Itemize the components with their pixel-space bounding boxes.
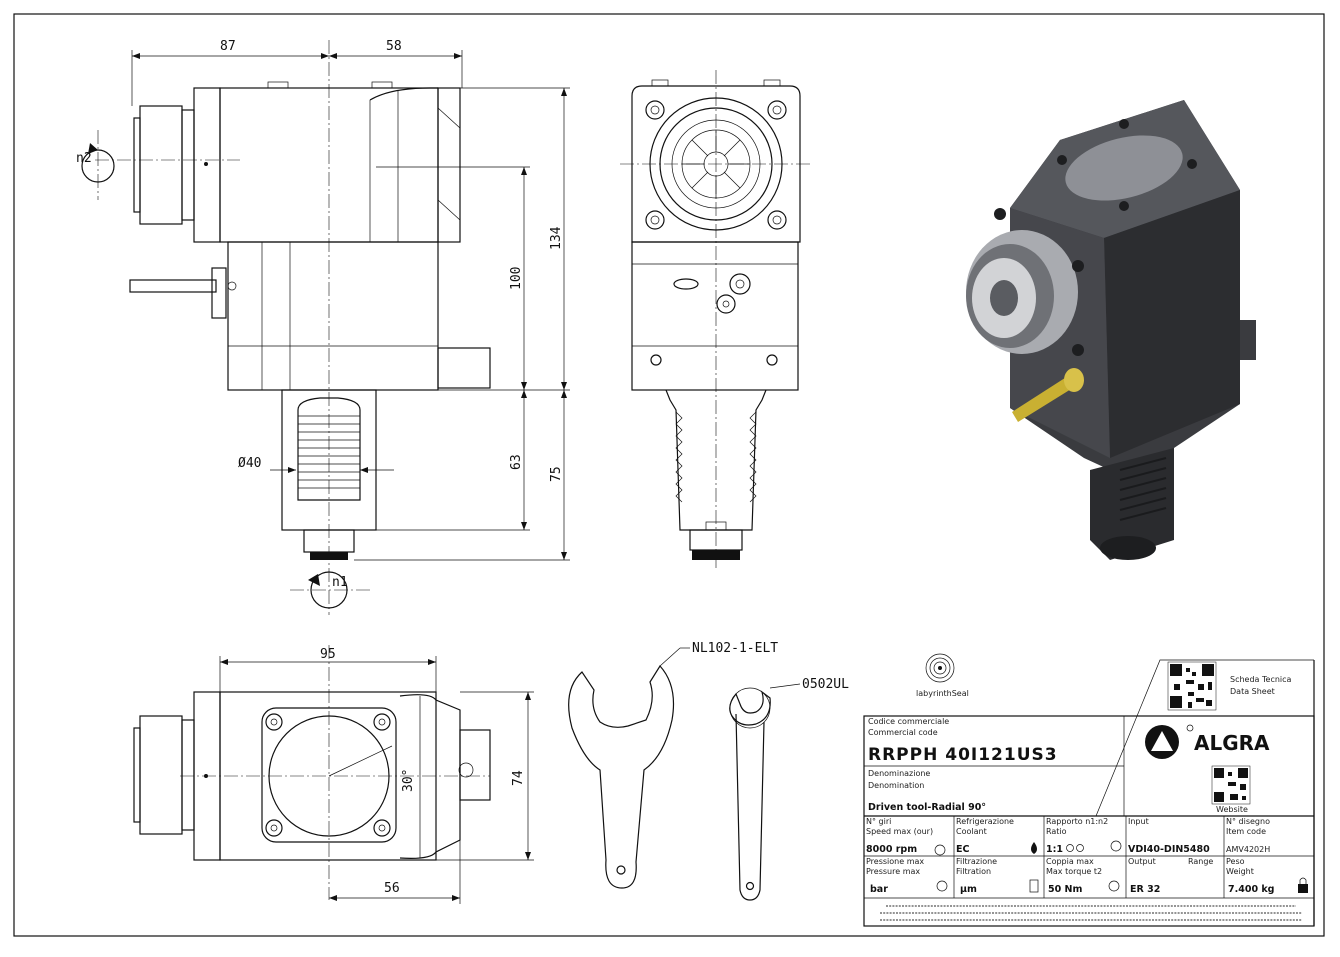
cell-output-label: Output [1128,857,1156,866]
data-sheet-label: Data Sheet [1230,687,1275,696]
dim-95: 95 [320,647,336,662]
isometric-render [966,100,1256,560]
cell-filtration-label-en: Filtration [956,867,991,876]
torque-icon [1108,880,1120,892]
cell-weight-value: 7.400 kg [1228,884,1274,895]
cell-pressure-label-it: Pressione max [866,857,924,866]
dim-56: 56 [384,881,400,896]
cell-pressure-label-en: Pressure max [866,867,920,876]
cell-coolant-value: EC [956,844,969,855]
rotation-n2-label: n2 [76,151,92,166]
dim-74: 74 [511,770,526,786]
top-view: 30° 95 74 56 [133,645,534,904]
cell-drawing-value: AMV4202H [1226,845,1270,854]
denomination-label: Denomination [868,781,924,790]
rotation-cw-icon [1066,844,1074,852]
legal-fine-print [880,905,1302,921]
qr-code-website-icon [1211,765,1251,805]
dim-75: 75 [549,466,564,482]
hook-spanner-drawing: 0502UL [729,677,849,901]
cell-speed-label-it: N° giri [866,817,891,826]
cell-torque-label-en: Max torque t2 [1046,867,1102,876]
dim-30-deg: 30° [401,769,416,792]
denomination-value: Driven tool-Radial 90° [868,802,986,813]
labyrinth-seal-logo: labyrinthSeal [916,653,969,698]
denominazione-label: Denominazione [868,769,930,778]
qr-code-datasheet-icon [1167,661,1217,711]
cell-weight-label-en: Weight [1226,867,1254,876]
dim-63: 63 [509,454,524,470]
scheda-tecnica-label: Scheda Tecnica [1230,675,1292,684]
cell-torque-label-it: Coppia max [1046,857,1094,866]
title-block: labyrinthSeal Scheda Tecnica Data Sheet [863,653,1315,927]
cell-range-label: Range [1188,857,1213,866]
cell-ratio-label-en: Ratio [1046,827,1067,836]
cell-output-value: ER 32 [1130,884,1160,895]
gauge-icon [936,880,948,892]
lock-icon [1298,884,1308,893]
cell-filtration-label-it: Filtrazione [956,857,997,866]
cell-drawing-label-en: Item code [1226,827,1266,836]
brand-name: ALGRA [1194,731,1270,755]
cell-filtration-value: µm [960,884,977,895]
callout-wrench-code: NL102-1-ELT [692,641,778,656]
cell-pressure-value: bar [870,884,888,895]
cell-speed-value: 8000 rpm [866,844,917,855]
cell-torque-value: 50 Nm [1048,884,1082,895]
cell-input-value: VDI40-DIN5480 [1128,844,1210,855]
gear-icon [1110,840,1122,852]
sheet-border [13,13,1325,937]
dim-58: 58 [386,39,402,54]
cell-weight-label-it: Peso [1226,857,1245,866]
speedometer-icon [934,844,946,856]
cell-coolant-label-it: Refrigerazione [956,817,1014,826]
cell-drawing-label-it: N° disegno [1226,817,1270,826]
callout-ring-code: 0502UL [802,677,849,692]
commercial-code-value: RRPPH 40I121US3 [868,745,1058,765]
cell-ratio-label-it: Rapporto n1:n2 [1046,817,1108,826]
website-label: Website [1216,805,1248,814]
labyrinth-seal-label: labyrinthSeal [916,689,969,698]
drop-icon [1031,842,1037,854]
dim-100: 100 [509,267,524,290]
rotation-n1-label: n1 [332,575,348,590]
wrench-drawing: NL102-1-ELT [568,641,778,889]
dim-diameter-40: Ø40 [238,456,261,471]
algra-logo: ALGRA [1145,724,1270,759]
cell-coolant-label-en: Coolant [956,827,987,836]
commercial-code-label: Commercial code [868,728,938,737]
cell-speed-label-en: Speed max (our) [866,827,933,836]
rotation-ccw-icon [1076,844,1084,852]
codice-commerciale-label: Codice commerciale [868,717,949,726]
filter-icon [1029,879,1039,893]
dim-134: 134 [549,226,564,250]
cell-input-label: Input [1128,817,1149,826]
cell-ratio-value: 1:1 [1046,844,1063,855]
side-view [620,70,810,570]
dim-87: 87 [220,39,236,54]
front-view: Ø40 87 58 134 100 63 75 n2 [76,39,570,615]
